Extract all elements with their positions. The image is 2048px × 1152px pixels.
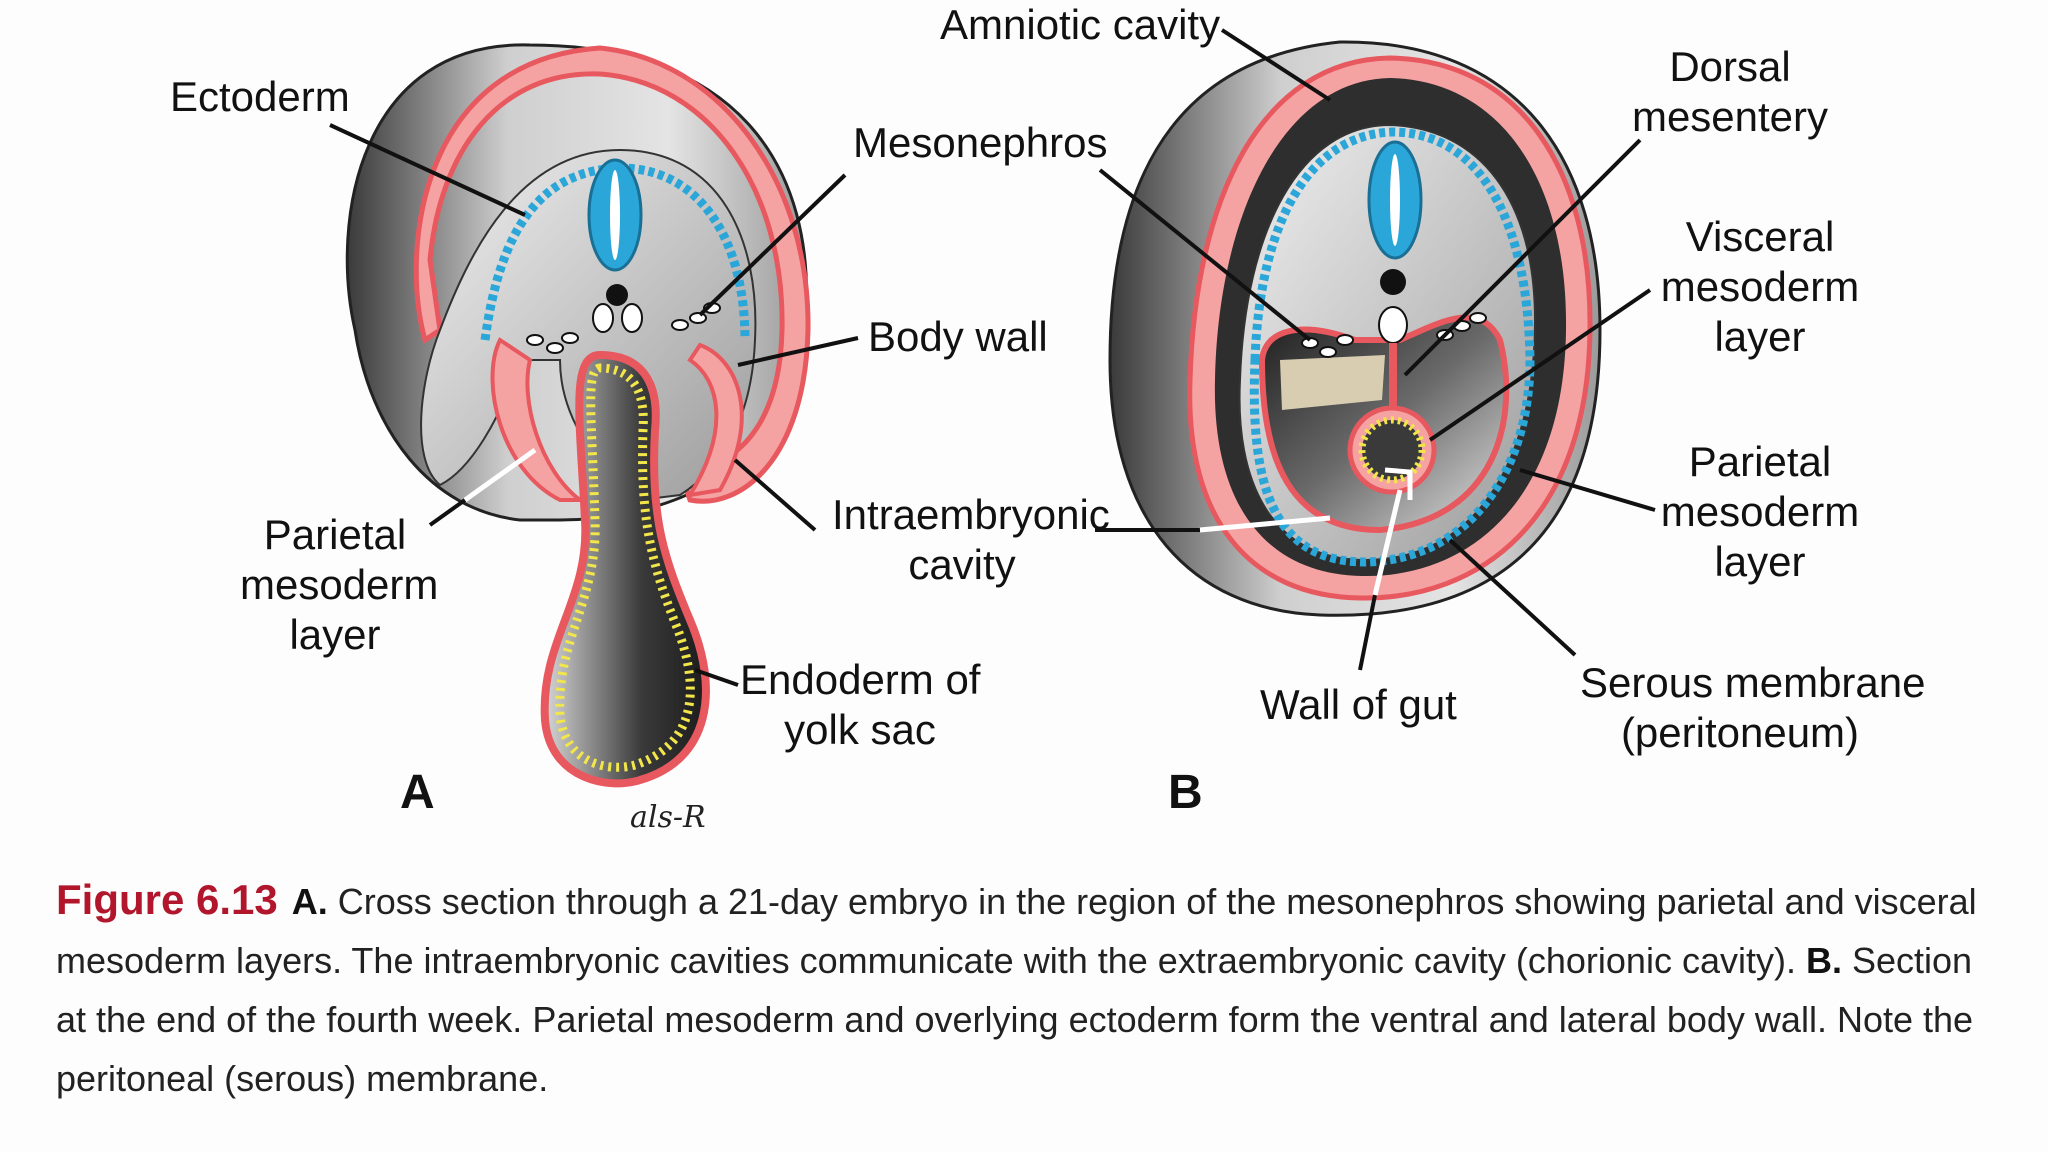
panel-a-leaders: [329, 123, 859, 687]
panel-b-gut-endoderm: [1358, 416, 1426, 484]
panel-a-ectoderm: [413, 45, 811, 504]
panel-a-parietal-pointer: [463, 447, 537, 503]
label-intraembryonic-cavity: Intraembryonic cavity: [832, 490, 1110, 590]
panel-b-letter: B: [1168, 766, 1203, 819]
panel-a-neural-canal: [610, 170, 620, 260]
panel-a-yolk-sac: [540, 350, 710, 788]
label-line: (peritoneum): [1620, 709, 1860, 756]
label-line: layer: [1714, 313, 1806, 360]
panel-a-mesonephros: [526, 302, 721, 354]
label-line: layer: [289, 611, 381, 658]
label-endoderm-yolk-sac: Endoderm of yolk sac: [740, 655, 980, 755]
label-parietal-mesoderm-a: Parietal mesoderm layer: [240, 510, 439, 660]
caption-b-label: B.: [1805, 940, 1842, 981]
panel-b-aorta: [1378, 306, 1408, 344]
panel-b-cavity-tan: [1280, 355, 1385, 410]
caption-a-label: A.: [291, 881, 328, 922]
panel-b-neural-layer: [1249, 127, 1535, 567]
panel-a-yolk-endoderm: [555, 363, 695, 772]
label-ectoderm: Ectoderm: [170, 73, 350, 120]
label-amniotic-cavity: Amniotic cavity: [940, 1, 1221, 48]
label-visceral-mesoderm: Visceral mesoderm layer: [1660, 212, 1860, 362]
panel-b-drawing: [1095, 28, 1656, 671]
panel-a-inner-tissue: [420, 148, 757, 502]
label-mesonephros: Mesonephros: [853, 119, 1108, 166]
label-line: Endoderm of: [740, 656, 981, 703]
label-line: mesoderm: [240, 561, 439, 608]
caption-b-text: Section at the end of the fourth week. P…: [56, 940, 1974, 1099]
panel-a-aorta-right: [621, 303, 643, 333]
figure-number: Figure 6.13: [56, 876, 278, 923]
label-line: Parietal: [263, 511, 407, 558]
panel-a-body-wall: [490, 337, 744, 502]
embryo-diagram: [329, 28, 1656, 788]
label-line: Visceral: [1685, 213, 1835, 260]
label-dorsal-mesentery: Dorsal mesentery: [1620, 42, 1840, 142]
figure-caption: Figure 6.13 A. Cross section through a 21…: [56, 870, 2006, 1108]
panel-a-notochord: [606, 284, 628, 306]
label-line: Serous membrane: [1580, 659, 1926, 706]
label-parietal-mesoderm-b: Parietal mesoderm layer: [1660, 437, 1860, 587]
label-line: mesentery: [1631, 93, 1829, 140]
label-line: Dorsal: [1669, 43, 1791, 90]
label-wall-of-gut: Wall of gut: [1260, 681, 1457, 728]
label-line: yolk sac: [784, 706, 936, 753]
label-line: Intraembryonic: [832, 491, 1110, 538]
panel-b-leaders: [1095, 28, 1656, 671]
label-body-wall: Body wall: [868, 313, 1048, 360]
caption-a-text: Cross section through a 21-day embryo in…: [56, 881, 1977, 981]
panel-b-pointers-white: [1199, 467, 1413, 596]
panel-b-notochord: [1380, 269, 1406, 295]
label-line: layer: [1714, 538, 1806, 585]
panel-a-drawing: [329, 43, 859, 788]
label-line: mesoderm: [1660, 488, 1860, 535]
label-serous-membrane: Serous membrane (peritoneum): [1580, 658, 1926, 758]
panel-a-letter: A: [400, 766, 435, 819]
label-line: Parietal: [1688, 438, 1832, 485]
label-line: cavity: [908, 541, 1016, 588]
artist-signature: als-R: [630, 800, 706, 835]
label-line: mesoderm: [1660, 263, 1860, 310]
panel-a-aorta-left: [592, 303, 614, 333]
panel-b-neural-canal: [1390, 154, 1400, 246]
